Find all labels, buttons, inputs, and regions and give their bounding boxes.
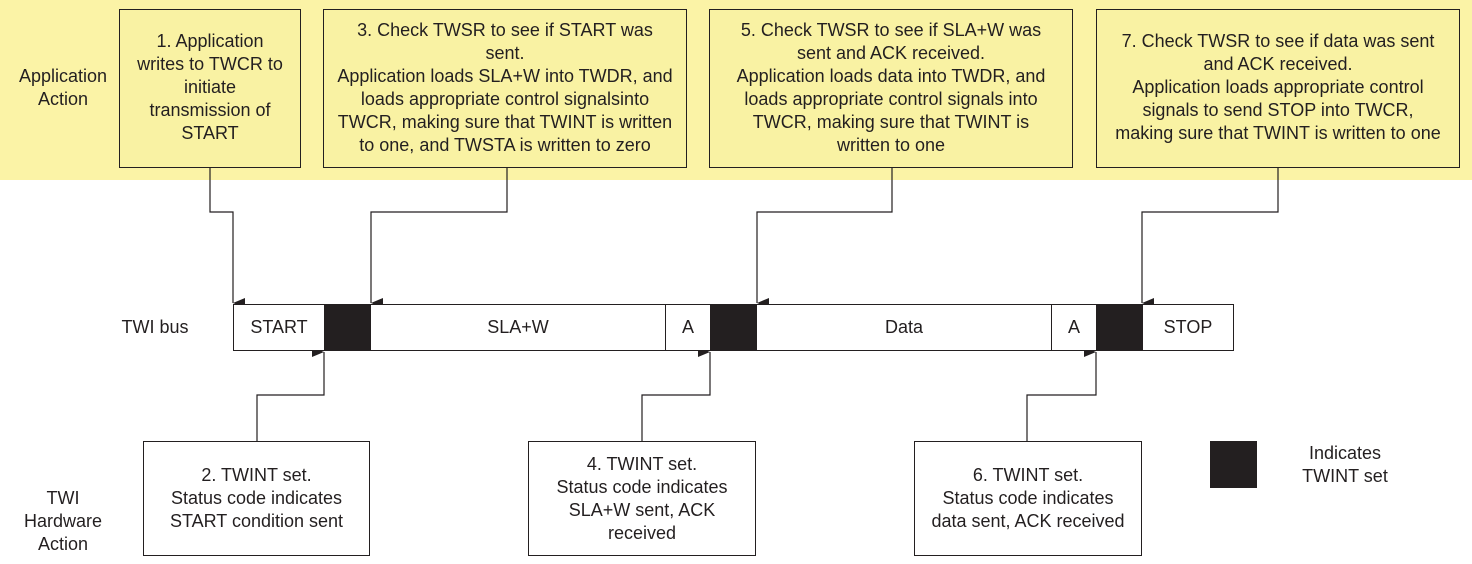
arrow-step-7-to-stop — [1141, 168, 1279, 308]
arrow-step-4-from-bus — [641, 347, 711, 441]
bus-segment-ack-1: A — [665, 304, 711, 351]
hardware-step-4-box: 4. TWINT set. Status code indicates SLA+… — [528, 441, 756, 556]
application-action-label: Application Action — [18, 66, 108, 109]
application-step-1-box: 1. Application writes to TWCR to initiat… — [119, 9, 301, 168]
arrow-step-6-from-bus — [1026, 347, 1097, 441]
legend-text: Indicates TWINT set — [1302, 443, 1388, 486]
hardware-step-6-box: 6. TWINT set. Status code indicates data… — [914, 441, 1142, 556]
bus-segment-start: START — [233, 304, 325, 351]
twi-hardware-action-label: TWI Hardware Action — [23, 488, 103, 554]
arrow-step-1-to-start — [209, 168, 245, 308]
legend-twint-swatch — [1210, 441, 1257, 488]
twi-bus-label: TWI bus — [121, 317, 189, 337]
bus-segment-data: Data — [756, 304, 1052, 351]
bus-segment-ack-2: A — [1051, 304, 1097, 351]
bus-segment-twint-3 — [1096, 304, 1143, 351]
arrow-step-2-from-bus — [256, 347, 325, 441]
hardware-step-2-box: 2. TWINT set. Status code indicates STAR… — [143, 441, 370, 556]
application-step-5-box: 5. Check TWSR to see if SLA+W was sent a… — [709, 9, 1073, 168]
bus-segment-twint-1 — [324, 304, 371, 351]
application-step-7-box: 7. Check TWSR to see if data was sent an… — [1096, 9, 1460, 168]
application-step-3-box: 3. Check TWSR to see if START was sent. … — [323, 9, 687, 168]
bus-segment-stop: STOP — [1142, 304, 1234, 351]
bus-segment-sla-w: SLA+W — [370, 304, 666, 351]
arrow-step-3-to-slaw — [370, 168, 508, 308]
bus-segment-twint-2 — [710, 304, 757, 351]
arrow-step-5-to-data — [756, 168, 893, 308]
